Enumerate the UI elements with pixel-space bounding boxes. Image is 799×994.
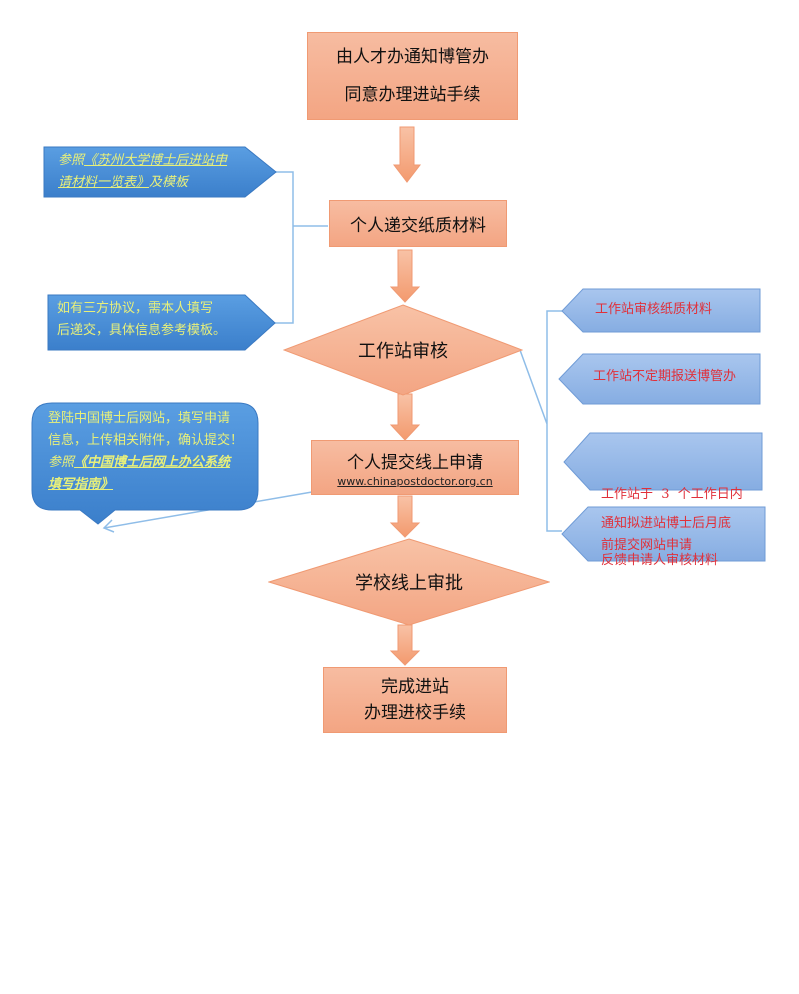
left-note3-text: 登陆中国博士后网站，填写申请 信息，上传相关附件，确认提交！ 参照《中国博士后网… (48, 408, 258, 496)
right-note1-line1: 工作站审核纸质材料 (595, 302, 713, 317)
step6-complete-box: 完成进站 办理进校手续 (323, 667, 507, 733)
note1-prefix: 参照 (58, 153, 85, 168)
step4-label: 个人提交线上申请 (347, 452, 483, 473)
step1-notify-box: 由人才办通知博管办 同意办理进站手续 (307, 32, 518, 120)
right-note3-line1: 工作站于 3 个工作日内 (601, 487, 743, 502)
suzhou-materials-list-link[interactable]: 《苏州大学博士后进站申 (84, 153, 228, 168)
note2-line1: 如有三方协议，需本人填写 (57, 301, 214, 316)
suzhou-materials-list-link-cont[interactable]: 请材料一览表》 (58, 175, 150, 190)
step4-online-application-box: 个人提交线上申请 www.chinapostdoctor.org.cn (311, 440, 519, 495)
arrow-down-icon (389, 393, 421, 441)
arrow-down-icon (389, 249, 421, 303)
step3-station-review-diamond: 工作站审核 (283, 304, 523, 396)
step1-line2: 同意办理进站手续 (344, 85, 481, 105)
right-note4-shape (561, 506, 766, 562)
left-bracket-connector (275, 171, 328, 324)
note1-suffix: 及模板 (149, 175, 189, 190)
step5-school-approval-diamond: 学校线上审批 (268, 538, 550, 626)
step1-line1: 由人才办通知博管办 (336, 47, 489, 67)
right-note2-text: 工作站不定期报送博管办 (593, 366, 736, 388)
chinapostdoctor-link[interactable]: www.chinapostdoctor.org.cn (337, 474, 493, 488)
step2-submit-paper-box: 个人递交纸质材料 (329, 200, 507, 247)
left-note1-shape (43, 146, 277, 198)
step3-label: 工作站审核 (358, 341, 448, 362)
diamond-shape (283, 304, 523, 396)
right-note1-shape (561, 288, 761, 333)
note3-line1: 登陆中国博士后网站，填写申请 (48, 411, 231, 426)
step2-label: 个人递交纸质材料 (350, 216, 486, 236)
right-note2-line1: 工作站不定期报送博管办 (593, 369, 737, 384)
diamond-shape (268, 538, 550, 626)
left-note2-shape (47, 294, 276, 351)
step6-line2: 办理进校手续 (364, 703, 466, 723)
postdoc-guide-link-cont[interactable]: 填写指南》 (48, 477, 114, 492)
postdoc-guide-link[interactable]: 《中国博士后网上办公系统 (74, 455, 231, 470)
note3-line2: 信息，上传相关附件，确认提交！ (48, 433, 244, 448)
arrow-down-icon (389, 624, 421, 666)
step5-label: 学校线上审批 (355, 573, 463, 594)
right-note2-shape (558, 353, 761, 405)
arrow-down-icon (389, 495, 421, 538)
note3-prefix: 参照 (48, 455, 75, 470)
right-note4-line2: 前提交网站申请 (601, 538, 693, 553)
left-note2-text: 如有三方协议，需本人填写 后递交，具体信息参考模板。 (57, 298, 257, 342)
right-note3-line2: 反馈申请人审核材料 (601, 553, 719, 568)
right-note3-text: 工作站于 3 个工作日内 反馈申请人审核材料 (601, 440, 743, 594)
step6-line1: 完成进站 (381, 677, 449, 697)
right-note3-shape (563, 432, 763, 491)
arrow-down-icon (392, 126, 422, 183)
right-note4-line1: 通知拟进站博士后月底 (601, 516, 732, 531)
note2-line2: 后递交，具体信息参考模板。 (57, 323, 227, 338)
left-note3-shape (31, 402, 259, 525)
left-note1-text: 参照《苏州大学博士后进站申 请材料一览表》及模板 (58, 150, 248, 194)
right-note1-text: 工作站审核纸质材料 (595, 299, 712, 321)
right-note4-text: 通知拟进站博士后月底 前提交网站申请 (601, 513, 731, 557)
right-bracket-connector (519, 310, 562, 532)
